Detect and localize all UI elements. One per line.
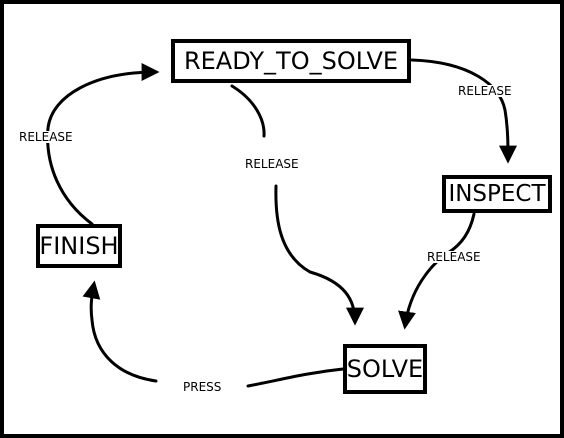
arrow-solve-to-finish <box>91 284 345 388</box>
state-solve-label: SOLVE <box>346 355 424 383</box>
arrow-finish-to-ready <box>46 63 160 226</box>
arrow-ready-to-solve <box>230 84 355 322</box>
state-inspect-label: INSPECT <box>448 180 546 207</box>
state-ready-to-solve-label: READY_TO_SOLVE <box>183 47 399 75</box>
state-ready-to-solve: READY_TO_SOLVE <box>171 39 411 83</box>
state-inspect: INSPECT <box>442 175 552 213</box>
transition-label-ready-to-solve: RELEASE <box>243 157 301 171</box>
state-finish: FINISH <box>36 224 122 268</box>
transition-label-ready-to-inspect: RELEASE <box>456 84 514 98</box>
state-solve: SOLVE <box>343 344 427 394</box>
state-finish-label: FINISH <box>39 232 119 260</box>
transition-label-solve-to-finish: PRESS <box>181 380 224 394</box>
arrow-inspect-to-solve <box>398 212 476 330</box>
transition-label-finish-to-ready: RELEASE <box>17 130 75 144</box>
arrow-ready-to-inspect <box>410 58 517 164</box>
transition-label-inspect-to-solve: RELEASE <box>425 250 483 264</box>
